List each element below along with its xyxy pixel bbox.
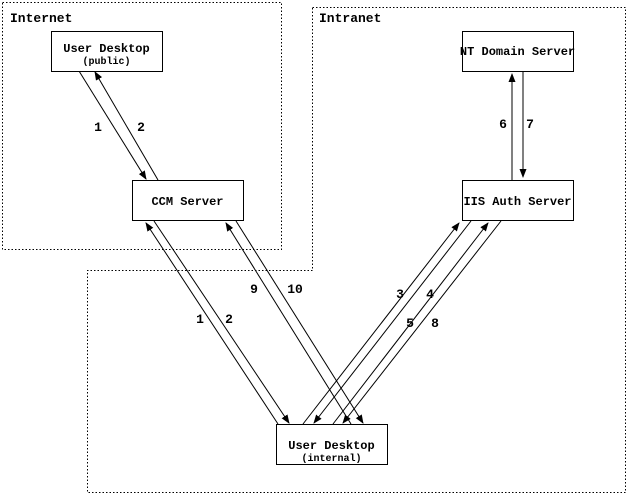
step-label-9: 9 [250, 282, 258, 297]
step-label-1-public: 1 [94, 120, 102, 135]
step-label-3: 3 [396, 287, 404, 302]
step-label-1-internal: 1 [196, 312, 204, 327]
arrow-10-ccm-to-internal-desktop [235, 220, 364, 424]
node-user-desktop-public: User Desktop (public) [51, 31, 163, 72]
arrow-9-internal-desktop-to-ccm [225, 222, 352, 425]
node-ccm-server: CCM Server [132, 180, 244, 221]
step-label-2-internal: 2 [225, 312, 233, 327]
node-nt-domain-server: NT Domain Server [460, 31, 575, 72]
arrow-5-internal-desktop-to-iis [332, 222, 489, 425]
arrow-1-internal-desktop-to-ccm [145, 222, 279, 425]
ccm-server-box [132, 180, 244, 221]
node-iis-auth-server: IIS Auth Server [462, 180, 574, 221]
arrow-3-internal-desktop-to-iis [302, 222, 460, 425]
step-label-2-public: 2 [137, 120, 145, 135]
iis-auth-server-box [462, 180, 574, 221]
nt-domain-server-title: NT Domain Server [460, 45, 575, 59]
user-desktop-internal-title: User Desktop [288, 439, 374, 453]
nt-domain-server-box [462, 31, 574, 72]
step-label-10: 10 [287, 282, 303, 297]
arrow-2-ccm-to-public-desktop [94, 71, 159, 181]
step-label-4: 4 [426, 287, 434, 302]
user-desktop-public-subtitle: (public) [82, 56, 130, 68]
iis-auth-server-title: IIS Auth Server [463, 195, 571, 209]
user-desktop-public-box [51, 31, 163, 72]
step-label-7: 7 [526, 117, 534, 132]
arrow-2-ccm-to-internal-desktop [153, 220, 290, 424]
ccm-server-title: CCM Server [151, 195, 223, 209]
intranet-region-outline [87, 7, 626, 493]
arrow-1-public-desktop-to-ccm [78, 70, 147, 180]
user-desktop-public-title: User Desktop [63, 42, 149, 56]
user-desktop-internal-subtitle: (internal) [301, 453, 361, 465]
step-label-8: 8 [431, 316, 439, 331]
internet-region-outline [2, 2, 282, 250]
node-user-desktop-internal: User Desktop (internal) [276, 424, 388, 465]
arrow-4-iis-to-internal-desktop [313, 220, 472, 424]
arrow-8-iis-to-internal-desktop [342, 220, 502, 424]
step-label-6: 6 [499, 117, 507, 132]
internet-region-label: Internet [10, 11, 72, 26]
user-desktop-internal-box [276, 424, 388, 465]
step-label-5: 5 [406, 316, 414, 331]
intranet-region-label: Intranet [319, 11, 381, 26]
